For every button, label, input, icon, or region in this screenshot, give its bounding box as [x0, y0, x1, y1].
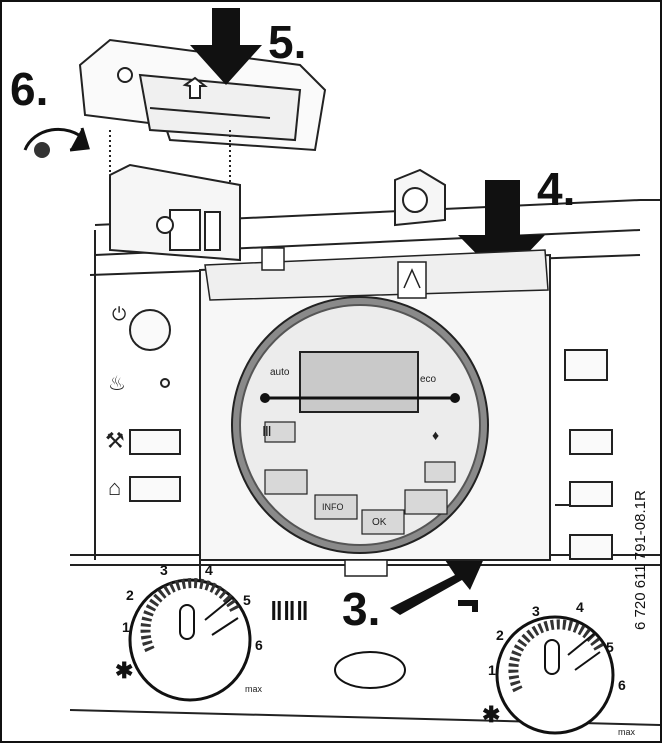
hotwater-max-label: max	[618, 727, 636, 737]
info-button[interactable]	[314, 494, 358, 520]
hotwater-tick-3: 3	[532, 603, 540, 619]
right-button-1[interactable]	[569, 429, 613, 455]
heating-tick-4: 4	[205, 562, 213, 578]
ok-button[interactable]	[361, 509, 405, 535]
heating-icon: Ⅲ	[262, 423, 272, 439]
chimney-button[interactable]	[129, 476, 181, 502]
pressure-gauge	[564, 349, 608, 381]
heating-frost-icon: ✱	[115, 658, 133, 683]
step-label-5: 5.	[268, 16, 306, 68]
flame-icon: ♨	[108, 373, 126, 395]
reference-number: 6 720 611 791-08.1R	[632, 490, 649, 630]
tap-icon: ♦	[432, 427, 439, 443]
screw-icon	[34, 142, 50, 158]
hotwater-tick-2: 2	[496, 627, 504, 643]
heating-dial[interactable]	[128, 578, 252, 702]
rotate-arrow-6	[23, 127, 90, 152]
cover-ellipse	[334, 651, 406, 689]
ok-label: OK	[372, 517, 387, 528]
step-label-3: 3.	[342, 583, 380, 635]
burner-led	[160, 378, 170, 388]
heating-adjust-button[interactable]	[264, 469, 308, 495]
mount-bracket	[109, 163, 446, 262]
eco-label: eco	[420, 374, 437, 385]
hotwater-tick-1: 1	[488, 662, 496, 678]
auto-label: auto	[270, 367, 290, 378]
power-button[interactable]	[129, 309, 171, 351]
cover-clip	[78, 38, 327, 190]
step-label-6: 6.	[10, 63, 48, 115]
heating-max-label: max	[245, 684, 263, 694]
power-icon: ⏻	[112, 304, 126, 324]
tap-symbol-icon	[458, 600, 478, 612]
hotwater-tick-6: 6	[618, 677, 626, 693]
display-module: auto eco INFO OK Ⅲ ♦	[231, 296, 489, 554]
service-button[interactable]	[129, 429, 181, 455]
right-button-3[interactable]	[569, 534, 613, 560]
chimney-icon: ⌂	[108, 475, 121, 500]
hotwater-tick-5: 5	[606, 639, 614, 655]
right-button-2[interactable]	[569, 481, 613, 507]
hotwater-tick-4: 4	[576, 599, 584, 615]
heating-tick-1: 1	[122, 619, 130, 635]
heating-down-button[interactable]	[264, 421, 296, 443]
info-label: INFO	[322, 502, 344, 512]
hotwater-dial[interactable]	[495, 615, 615, 735]
wrench-icon: ⚒	[105, 428, 125, 453]
hotwater-frost-icon: ✱	[482, 702, 500, 727]
radiator-icon: ǁǁǁ	[270, 596, 309, 626]
push-arrow-3	[390, 545, 490, 615]
heating-tick-3: 3	[160, 562, 168, 578]
left-buttons	[129, 309, 181, 502]
heating-tick-5: 5	[243, 592, 251, 608]
lcd-screen	[299, 351, 419, 413]
heating-tick-2: 2	[126, 587, 134, 603]
right-buttons	[555, 349, 613, 560]
heating-tick-6: 6	[255, 637, 263, 653]
hotwater-adjust-button[interactable]	[404, 489, 448, 515]
step-label-4: 4.	[537, 163, 575, 215]
press-arrow-5	[190, 8, 262, 85]
hotwater-down-button[interactable]	[424, 461, 456, 483]
